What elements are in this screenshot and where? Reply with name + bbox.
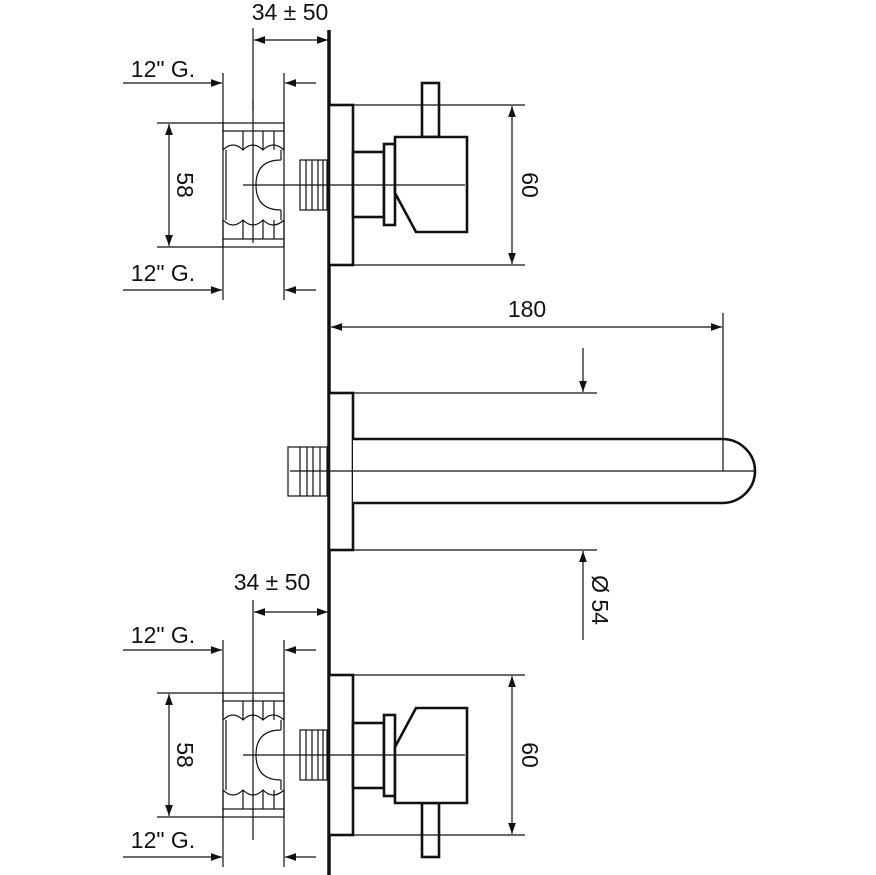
top-spacing-label: 58 <box>172 172 198 198</box>
spout <box>287 313 757 640</box>
spout-diameter-label: Ø 54 <box>587 575 613 625</box>
top-offset-label: 34 ± 50 <box>252 0 329 25</box>
bottom-thread-lower-label: 12" G. <box>131 827 195 853</box>
bottom-thread-upper-label: 12" G. <box>131 622 195 648</box>
bottom-spacing-label: 58 <box>172 742 198 768</box>
bottom-offset-label: 34 ± 50 <box>234 569 311 595</box>
top-plate-height-label: 60 <box>517 172 543 198</box>
top-thread-upper-label: 12" G. <box>131 56 195 82</box>
bottom-plate-height-label: 60 <box>517 742 543 768</box>
top-thread-lower-label: 12" G. <box>131 260 195 286</box>
spout-length-label: 180 <box>508 296 546 322</box>
